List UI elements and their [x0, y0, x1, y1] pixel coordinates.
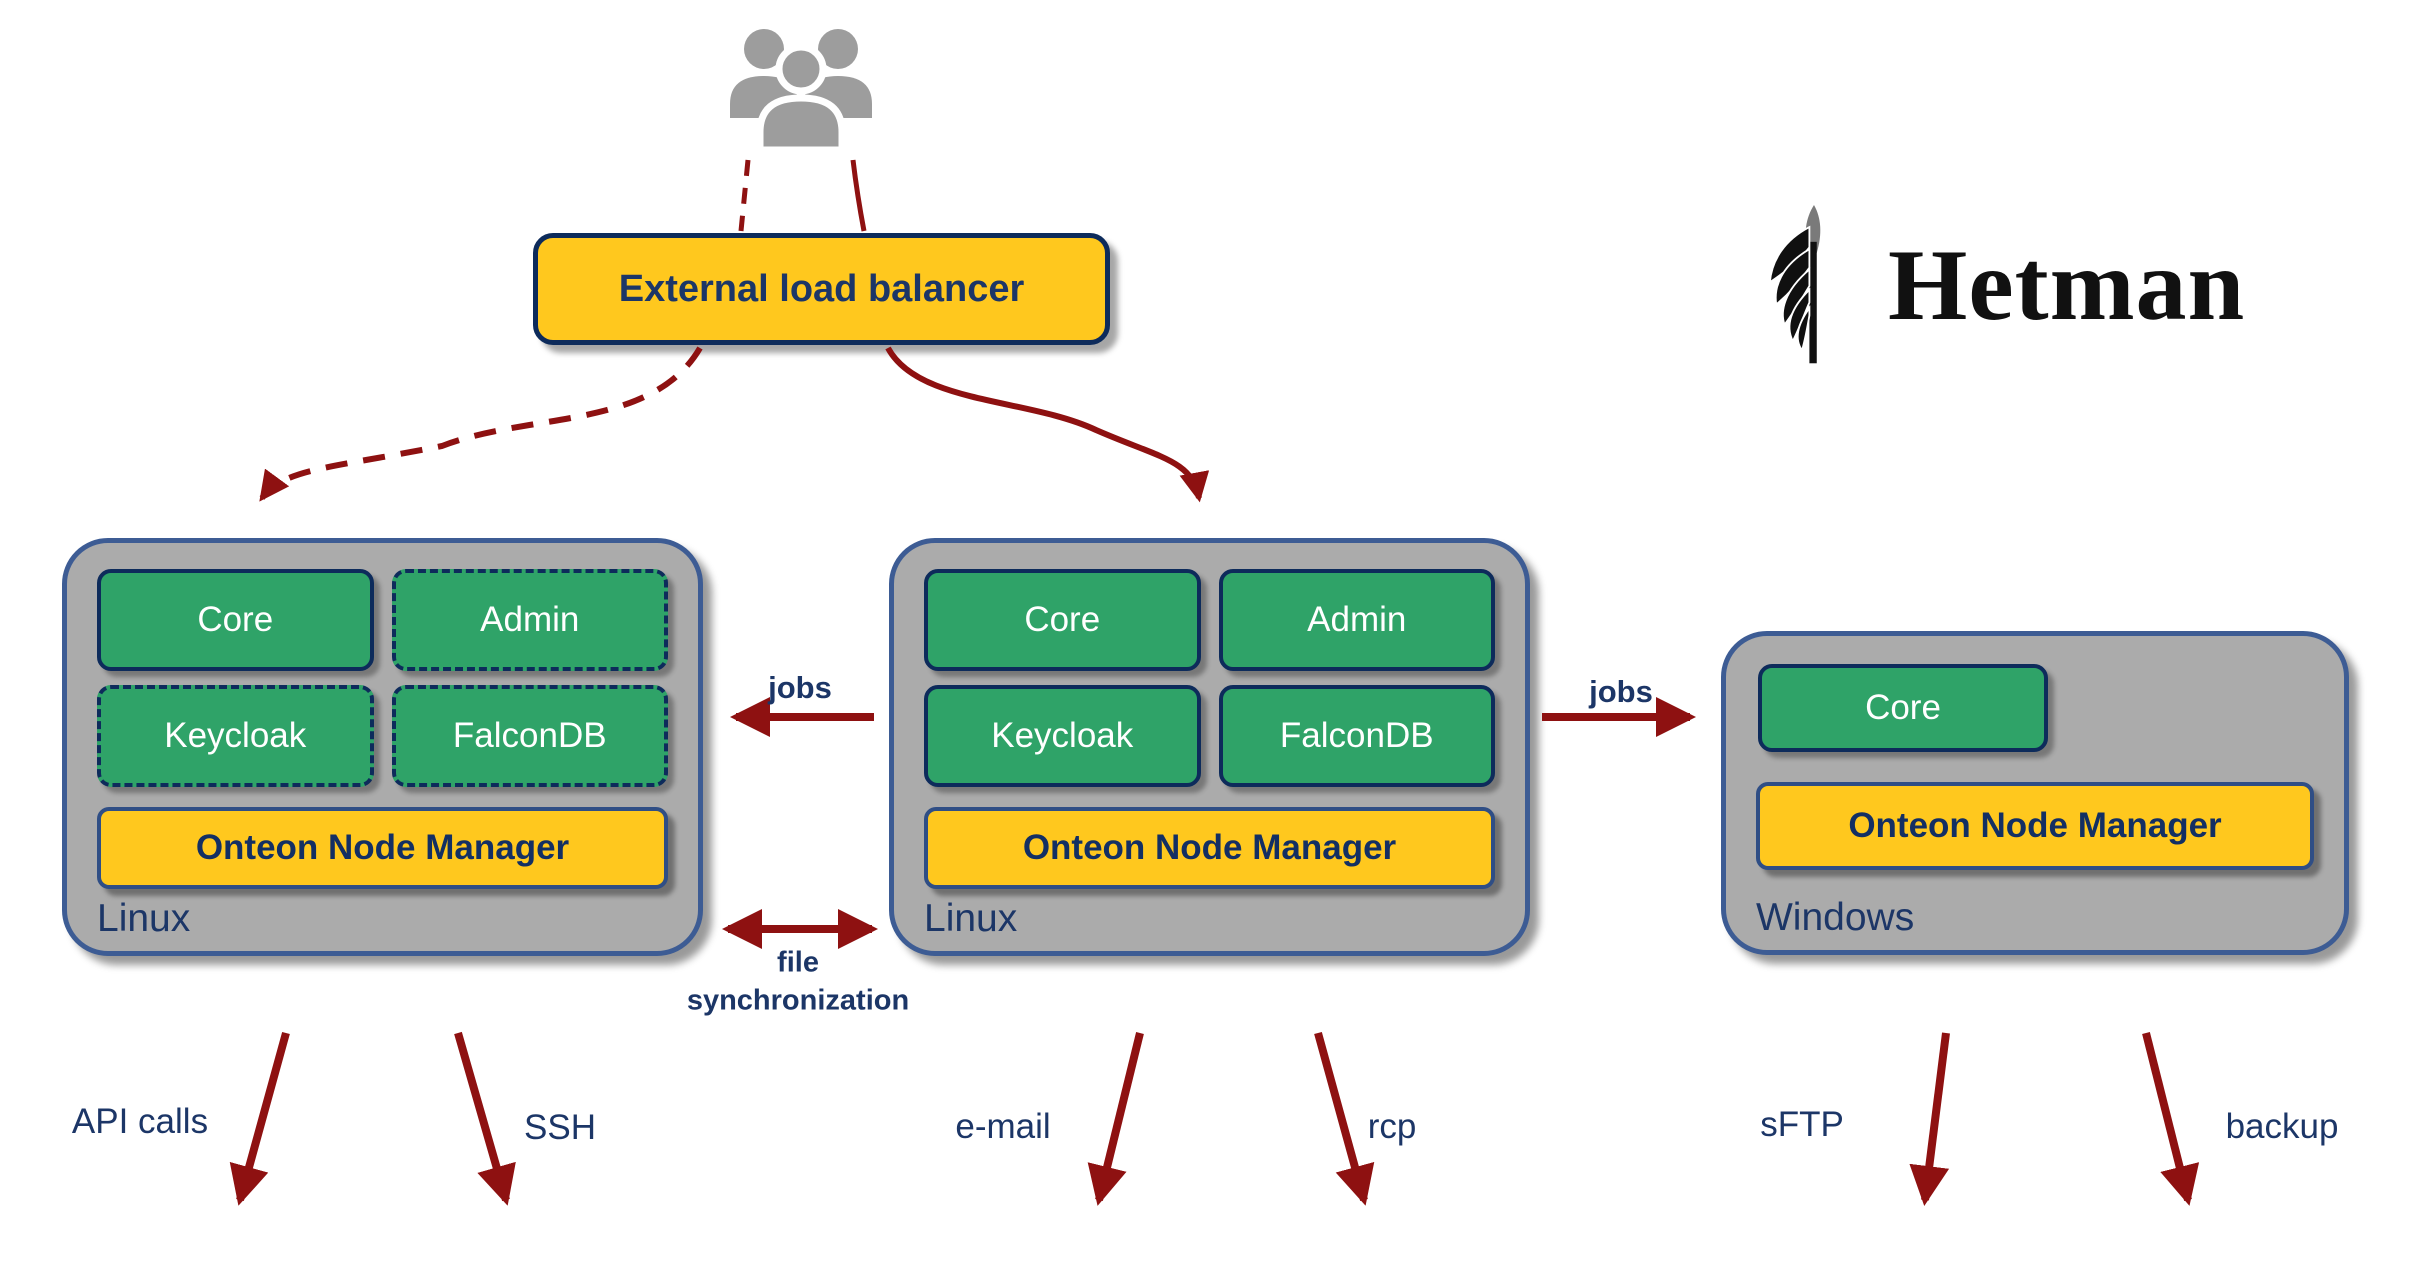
api-calls-label: API calls: [71, 1102, 209, 1141]
os-label: Linux: [97, 897, 191, 940]
rcp-label: rcp: [1367, 1107, 1417, 1146]
node-windows: Core Onteon Node Manager Windows: [1721, 631, 2349, 955]
service-core: Core: [1758, 664, 2048, 752]
file-sync-label-line2: synchronization: [686, 984, 910, 1017]
os-label: Linux: [924, 897, 1018, 940]
onteon-node-manager: Onteon Node Manager: [924, 807, 1495, 889]
service-core: Core: [924, 569, 1201, 671]
backup-label: backup: [2225, 1107, 2339, 1146]
external-load-balancer-label: External load balancer: [618, 267, 1025, 310]
email-label: e-mail: [955, 1107, 1051, 1146]
node-linux-standby: Core Admin Keycloak FalconDB Onteon Node…: [62, 538, 703, 956]
arrow-email: [1087, 1032, 1144, 1206]
arrow-rcp: [1314, 1031, 1375, 1206]
brand-name: Hetman: [1888, 229, 2246, 342]
external-load-balancer-box: External load balancer: [533, 233, 1110, 345]
service-keycloak: Keycloak: [924, 685, 1201, 787]
service-admin: Admin: [1218, 569, 1495, 671]
service-falcondb: FalconDB: [1218, 685, 1495, 787]
onteon-node-manager: Onteon Node Manager: [97, 807, 668, 889]
onteon-node-manager: Onteon Node Manager: [1756, 782, 2314, 870]
arrow-ssh: [454, 1031, 516, 1206]
arrow-backup: [2142, 1032, 2200, 1206]
arrow-lb-to-middle-node: [885, 346, 1210, 503]
arrow-api-calls: [229, 1031, 290, 1206]
service-falcondb: FalconDB: [391, 685, 668, 787]
service-keycloak: Keycloak: [97, 685, 374, 787]
winged-spear-icon: [1768, 205, 1821, 364]
jobs-left-label: jobs: [768, 670, 832, 705]
users-icon: [730, 29, 872, 150]
file-sync-label-line1: file: [777, 946, 819, 979]
service-admin: Admin: [391, 569, 668, 671]
jobs-right-label: jobs: [1589, 674, 1653, 709]
node-linux-active: Core Admin Keycloak FalconDB Onteon Node…: [889, 538, 1530, 956]
service-core: Core: [97, 569, 374, 671]
service-grid: Core Admin Keycloak FalconDB: [97, 569, 668, 787]
ssh-label: SSH: [524, 1108, 596, 1147]
service-grid: Core Admin Keycloak FalconDB: [924, 569, 1495, 787]
arrow-lb-to-left-node: [259, 346, 703, 502]
arrow-users-to-lb-solid: [850, 159, 867, 232]
brand-logo: Hetman: [1768, 200, 2245, 372]
os-label: Windows: [1756, 896, 1915, 939]
arrow-sftp: [1909, 1032, 1950, 1206]
sftp-label: sFTP: [1760, 1105, 1844, 1144]
arrow-users-to-lb-dashed: [738, 159, 751, 232]
